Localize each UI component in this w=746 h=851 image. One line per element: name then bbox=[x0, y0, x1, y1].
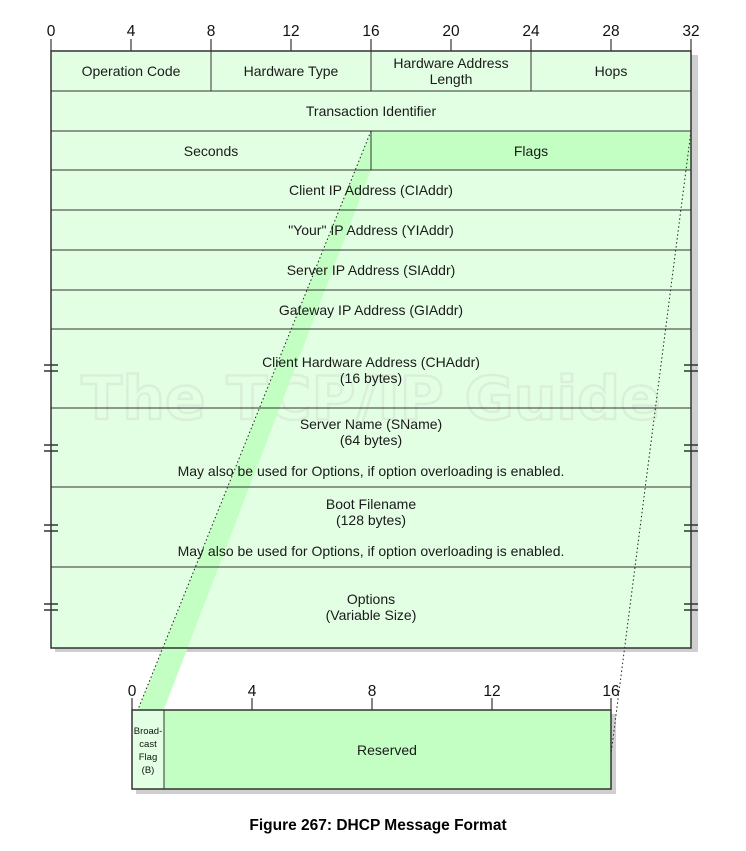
field-options-size: (Variable Size) bbox=[326, 607, 417, 623]
top-ruler bbox=[50, 39, 692, 51]
field-hardware-address-length: Length bbox=[430, 71, 473, 87]
break-marks bbox=[44, 364, 698, 611]
field-file-note: May also be used for Options, if option … bbox=[178, 543, 565, 559]
broadcast-flag-label: Broad- bbox=[134, 726, 163, 737]
detail-tick-label: 16 bbox=[602, 683, 619, 700]
field-sname-note: May also be used for Options, if option … bbox=[178, 463, 565, 479]
field-hops: Hops bbox=[595, 63, 628, 79]
field-chaddr-size: (16 bytes) bbox=[340, 370, 402, 386]
top-tick-label: 28 bbox=[602, 23, 619, 40]
top-tick-label: 12 bbox=[282, 23, 299, 40]
top-tick-label: 8 bbox=[207, 23, 216, 40]
flags-cell bbox=[371, 131, 691, 170]
figure-caption: Figure 267: DHCP Message Format bbox=[249, 817, 506, 834]
detail-tick-label: 0 bbox=[128, 683, 137, 700]
connector-right-line bbox=[610, 130, 692, 755]
field-sname-size: (64 bytes) bbox=[340, 432, 402, 448]
detail-ruler bbox=[131, 698, 612, 710]
field-chaddr: Client Hardware Address (CHAddr) bbox=[262, 354, 480, 370]
field-ciaddr: Client IP Address (CIAddr) bbox=[289, 182, 453, 198]
top-tick-label: 4 bbox=[127, 23, 136, 40]
field-flags: Flags bbox=[514, 143, 548, 159]
top-tick-label: 20 bbox=[442, 23, 460, 40]
flags-detail-table bbox=[132, 710, 611, 789]
top-tick-label: 16 bbox=[362, 23, 379, 40]
field-siaddr: Server IP Address (SIAddr) bbox=[287, 262, 456, 278]
field-sname: Server Name (SName) bbox=[300, 416, 442, 432]
field-giaddr: Gateway IP Address (GIAddr) bbox=[279, 302, 463, 318]
broadcast-flag-label: Flag bbox=[139, 752, 157, 763]
detail-tick-label: 8 bbox=[368, 683, 377, 700]
field-file: Boot Filename bbox=[326, 496, 416, 512]
field-yiaddr: "Your" IP Address (YIAddr) bbox=[288, 222, 454, 238]
top-tick-label: 24 bbox=[522, 23, 540, 40]
field-options: Options bbox=[347, 591, 395, 607]
field-file-size: (128 bytes) bbox=[336, 512, 406, 528]
field-hardware-type: Hardware Type bbox=[244, 63, 339, 79]
detail-tick-label: 12 bbox=[483, 683, 500, 700]
top-tick-label: 0 bbox=[47, 23, 56, 40]
field-hardware-address-length: Hardware Address bbox=[393, 55, 508, 71]
broadcast-flag-cell bbox=[132, 710, 164, 789]
reserved-label: Reserved bbox=[357, 742, 417, 758]
field-transaction-identifier: Transaction Identifier bbox=[306, 103, 437, 119]
column-lines bbox=[210, 51, 532, 170]
watermark: The TCP/IP Guide bbox=[81, 364, 660, 434]
broadcast-flag-label: cast bbox=[139, 739, 157, 750]
broadcast-flag-label: (B) bbox=[142, 765, 155, 776]
field-seconds: Seconds bbox=[184, 143, 238, 159]
detail-tick-label: 4 bbox=[248, 683, 257, 700]
top-tick-label: 32 bbox=[682, 23, 699, 40]
field-operation-code: Operation Code bbox=[82, 63, 181, 79]
connector-left-line bbox=[136, 130, 372, 713]
